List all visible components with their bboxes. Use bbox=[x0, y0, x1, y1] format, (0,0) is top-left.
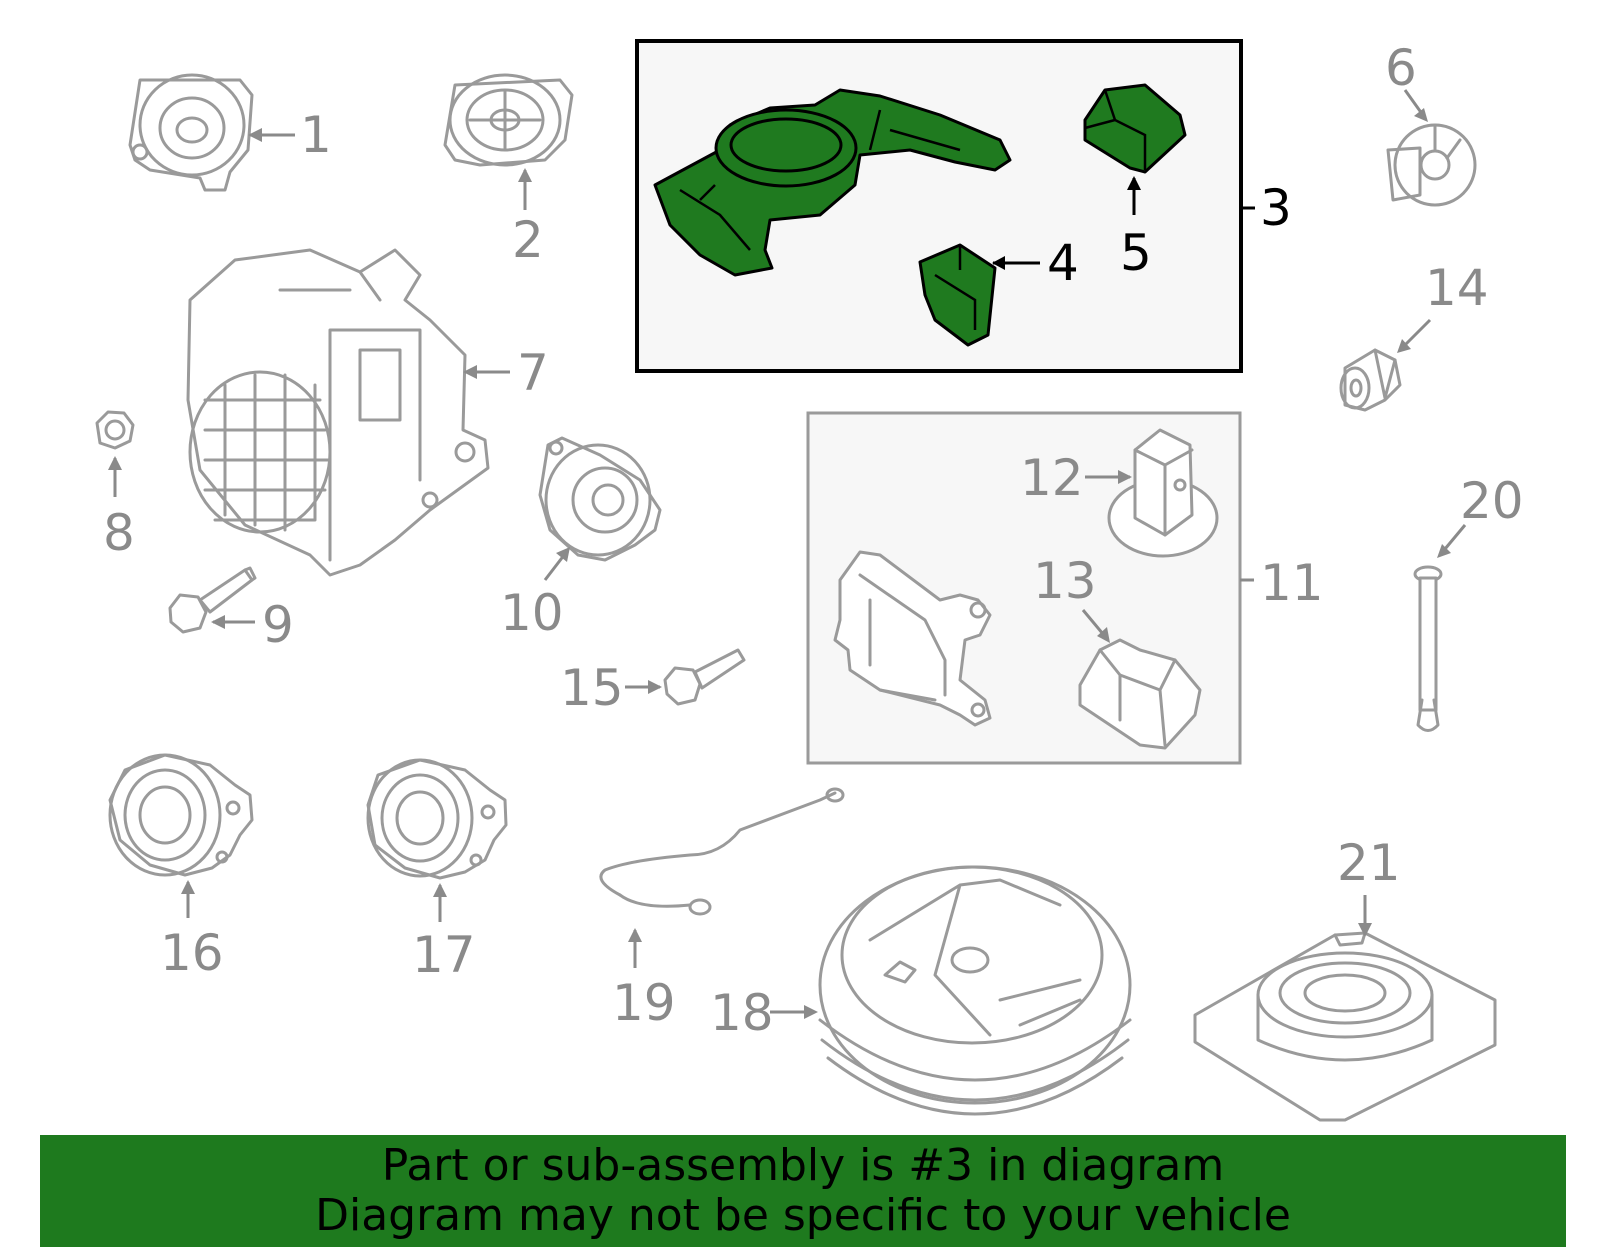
banner-line-2: Diagram may not be specific to your vehi… bbox=[315, 1190, 1291, 1241]
arrow-12 bbox=[1118, 470, 1132, 484]
speaker-bracket-part[interactable] bbox=[653, 88, 1012, 277]
bolt-15-part[interactable] bbox=[663, 648, 746, 706]
info-banner: Part or sub-assembly is #3 in diagram Di… bbox=[40, 1135, 1566, 1247]
callout-15: 15 bbox=[560, 659, 624, 717]
arrow-5 bbox=[1127, 176, 1141, 190]
arrow-10 bbox=[556, 547, 570, 562]
subwoofer-18-part[interactable] bbox=[818, 865, 1132, 1116]
callout-1: 1 bbox=[300, 106, 332, 164]
callout-6: 6 bbox=[1385, 39, 1417, 97]
clip-4-part[interactable] bbox=[918, 243, 997, 347]
callout-9: 9 bbox=[262, 596, 294, 654]
socket-12-part[interactable] bbox=[1107, 428, 1219, 558]
assembly-11-group: 12 13 bbox=[806, 411, 1242, 765]
speaker-17-part[interactable] bbox=[366, 758, 508, 880]
arrow-16 bbox=[181, 880, 195, 894]
callout-8: 8 bbox=[103, 504, 135, 562]
arrow-19 bbox=[628, 928, 642, 942]
bracket-11-part[interactable] bbox=[833, 550, 992, 727]
callout-5: 5 bbox=[1120, 224, 1152, 282]
arrow-9 bbox=[211, 615, 225, 629]
arrow-8 bbox=[108, 456, 122, 470]
arrow-17 bbox=[433, 883, 447, 897]
callout-3: 3 bbox=[1260, 179, 1292, 237]
cap-6-part[interactable] bbox=[1386, 123, 1477, 207]
tweeter-1-part[interactable] bbox=[128, 73, 254, 192]
speaker-16-part[interactable] bbox=[108, 753, 254, 877]
pad-21-part[interactable] bbox=[1193, 931, 1497, 1122]
callout-20: 20 bbox=[1460, 472, 1524, 530]
speaker-10-part[interactable] bbox=[538, 436, 662, 562]
banner-line-1: Part or sub-assembly is #3 in diagram bbox=[381, 1140, 1225, 1191]
callout-10: 10 bbox=[500, 584, 564, 642]
arrow-4 bbox=[992, 256, 1005, 270]
callout-12: 12 bbox=[1020, 449, 1084, 507]
arrow-7 bbox=[463, 365, 477, 379]
pin-20-part[interactable] bbox=[1413, 565, 1443, 732]
callout-19: 19 bbox=[612, 974, 676, 1032]
housing-7-part[interactable] bbox=[186, 248, 490, 577]
callout-13: 13 bbox=[1033, 552, 1097, 610]
callout-14: 14 bbox=[1425, 259, 1489, 317]
bracket-5-part[interactable] bbox=[1083, 83, 1187, 174]
arrow-2 bbox=[518, 168, 532, 182]
assembly-3-group: 4 5 bbox=[635, 39, 1243, 373]
arrow-6 bbox=[1414, 108, 1428, 122]
callout-4: 4 bbox=[1047, 234, 1079, 292]
arrow-1 bbox=[248, 128, 262, 142]
callout-11: 11 bbox=[1260, 554, 1324, 612]
callout-18: 18 bbox=[710, 984, 774, 1042]
arrow-18 bbox=[804, 1005, 818, 1019]
tweeter-2-part[interactable] bbox=[443, 73, 574, 167]
arrow-21 bbox=[1358, 923, 1372, 937]
arrow-15 bbox=[648, 680, 662, 694]
callout-2: 2 bbox=[512, 211, 544, 269]
grommet-14-part[interactable] bbox=[1339, 348, 1402, 412]
arrow-20 bbox=[1437, 544, 1451, 558]
nut-8-part[interactable] bbox=[95, 410, 135, 450]
callout-16: 16 bbox=[160, 924, 224, 982]
arrow-14 bbox=[1397, 339, 1411, 353]
callout-7: 7 bbox=[517, 344, 549, 402]
arrow-13 bbox=[1097, 627, 1110, 643]
cable-19-part[interactable] bbox=[599, 787, 845, 916]
callout-17: 17 bbox=[412, 926, 476, 984]
connector-13-part[interactable] bbox=[1078, 638, 1202, 750]
bolt-9-part[interactable] bbox=[168, 566, 257, 634]
callout-21: 21 bbox=[1337, 834, 1401, 892]
